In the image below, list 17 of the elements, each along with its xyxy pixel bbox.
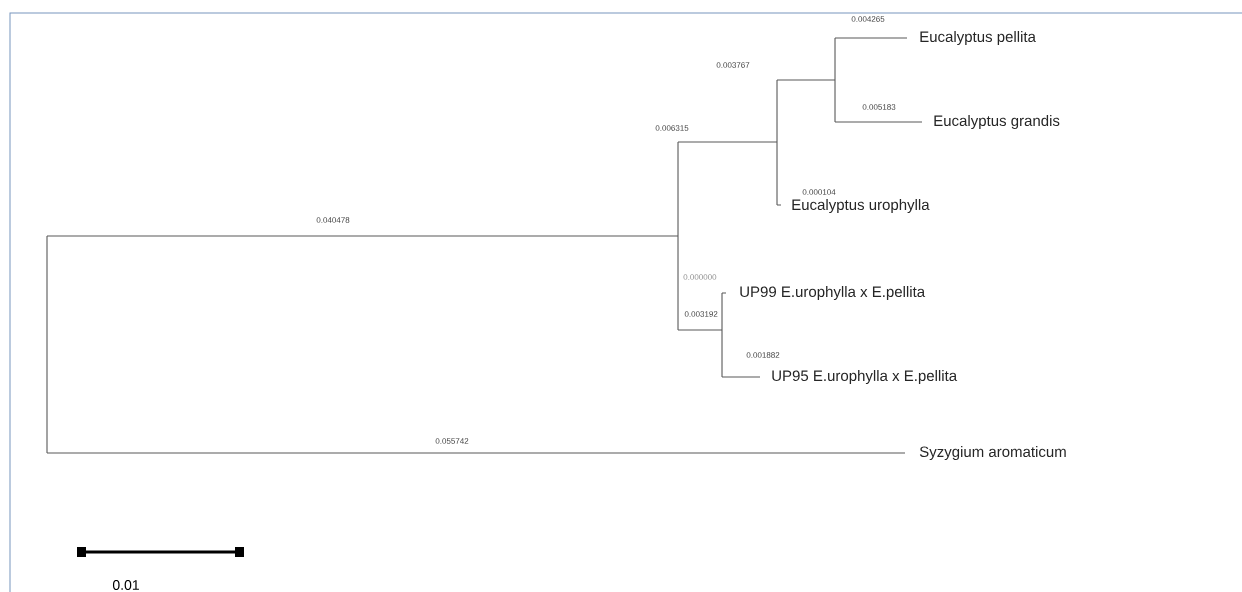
branch-length: 0.055742 [435,438,469,444]
taxon-label: UP95 E.urophylla x E.pellita [772,370,958,384]
taxon-label: Eucalyptus pellita [920,31,1036,45]
branch-length: 0.000000 [683,274,717,280]
branch-length: 0.000104 [802,189,836,195]
branch-length: 0.040478 [316,217,350,223]
taxon-label: Eucalyptus grandis [934,115,1060,129]
branch-length: 0.001882 [746,352,780,358]
branch-length: 0.003767 [716,62,750,68]
taxon-label: UP99 E.urophylla x E.pellita [740,286,926,300]
branch-length: 0.003192 [684,311,718,317]
branch-length: 0.006315 [655,125,689,131]
branch-length: 0.004265 [851,16,885,22]
taxon-label: Eucalyptus urophylla [792,199,930,213]
branch-length: 0.005183 [862,104,896,110]
scale-label: 0.01 [112,580,139,590]
taxon-label: Syzygium aromaticum [919,446,1066,460]
